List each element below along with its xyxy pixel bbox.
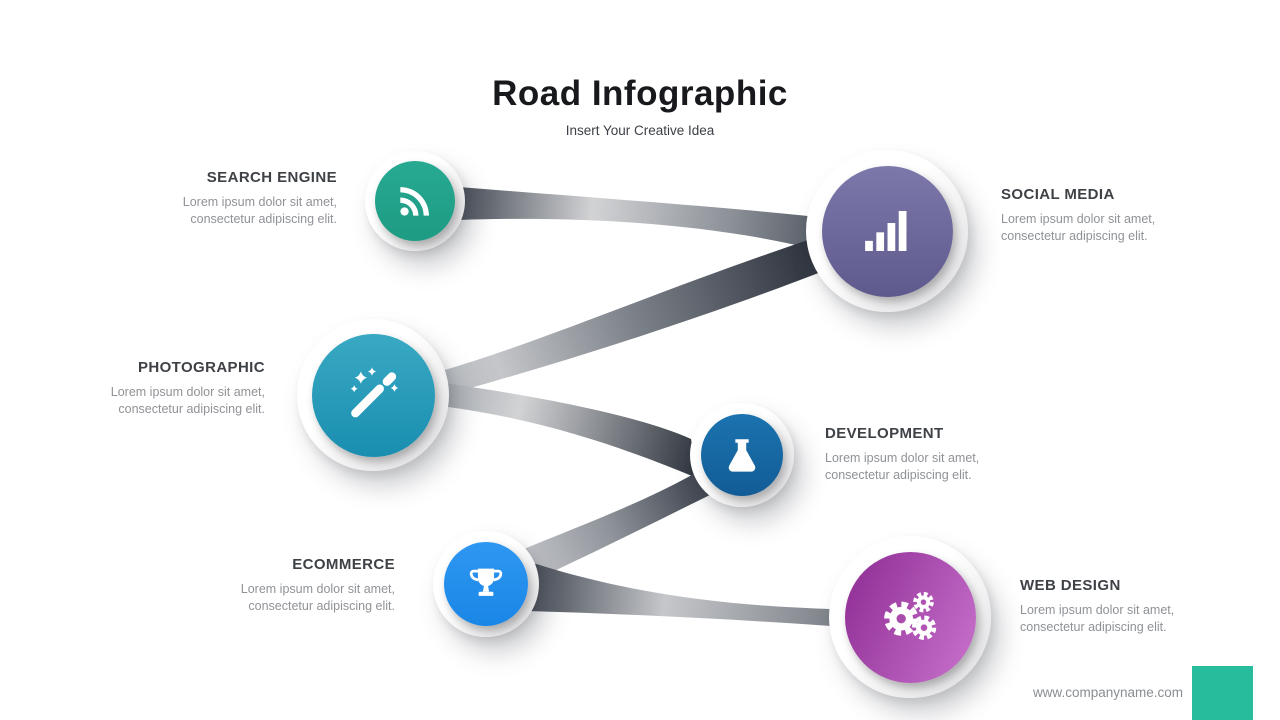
node-text-search-engine: SEARCH ENGINE Lorem ipsum dolor sit amet…	[107, 169, 337, 228]
node-text-web-design: WEB DESIGN Lorem ipsum dolor sit amet, c…	[1020, 577, 1240, 636]
node-description-social-media: Lorem ipsum dolor sit amet, consectetur …	[1001, 212, 1156, 243]
page-title: Road Infographic	[492, 74, 788, 113]
website-url: www.companyname.com	[1032, 685, 1183, 700]
node-circle-development	[701, 414, 783, 496]
node-development	[690, 403, 794, 507]
ribbon-social-to-photographic	[441, 240, 821, 395]
node-circle-search-engine	[375, 161, 455, 241]
node-title-web-design: WEB DESIGN	[1020, 577, 1121, 594]
node-web-design	[829, 536, 991, 698]
ribbon-development-to-ecommerce	[524, 471, 714, 578]
node-title-photographic: PHOTOGRAPHIC	[137, 359, 265, 376]
node-circle-social-media	[821, 165, 953, 297]
node-ecommerce	[433, 531, 539, 637]
ribbon-search-to-social	[459, 187, 809, 248]
node-description-search-engine: Lorem ipsum dolor sit amet, consectetur …	[182, 195, 337, 226]
node-description-photographic: Lorem ipsum dolor sit amet, consectetur …	[110, 385, 265, 416]
page-subtitle: Insert Your Creative Idea	[565, 123, 715, 138]
node-text-ecommerce: ECOMMERCE Lorem ipsum dolor sit amet, co…	[165, 556, 395, 615]
node-title-search-engine: SEARCH ENGINE	[206, 169, 337, 186]
accent-square	[1192, 666, 1253, 720]
node-description-web-design: Lorem ipsum dolor sit amet, consectetur …	[1020, 603, 1175, 634]
header: Road Infographic Insert Your Creative Id…	[0, 74, 1280, 138]
magic-wand-icon	[350, 367, 399, 418]
node-title-social-media: SOCIAL MEDIA	[1001, 186, 1115, 203]
node-text-social-media: SOCIAL MEDIA Lorem ipsum dolor sit amet,…	[1001, 186, 1221, 245]
node-title-development: DEVELOPMENT	[825, 425, 944, 442]
node-text-development: DEVELOPMENT Lorem ipsum dolor sit amet, …	[825, 425, 1045, 484]
node-circle-photographic	[311, 333, 435, 457]
bar-chart-icon	[865, 211, 907, 251]
gears-icon	[884, 591, 937, 640]
node-photographic	[297, 319, 449, 471]
node-social-media	[806, 150, 968, 312]
node-text-photographic: PHOTOGRAPHIC Lorem ipsum dolor sit amet,…	[35, 359, 265, 418]
trophy-icon	[469, 568, 503, 596]
node-circle-ecommerce	[444, 542, 528, 626]
node-description-development: Lorem ipsum dolor sit amet, consectetur …	[825, 451, 980, 482]
node-circle-web-design	[844, 551, 976, 683]
ribbon-ecommerce-to-webdesign	[527, 563, 831, 626]
node-search-engine	[365, 151, 465, 251]
flask-icon	[728, 439, 756, 472]
rss-icon	[400, 187, 429, 216]
node-description-ecommerce: Lorem ipsum dolor sit amet, consectetur …	[240, 582, 395, 613]
node-title-ecommerce: ECOMMERCE	[292, 556, 395, 573]
ribbon-photographic-to-development	[441, 383, 697, 478]
